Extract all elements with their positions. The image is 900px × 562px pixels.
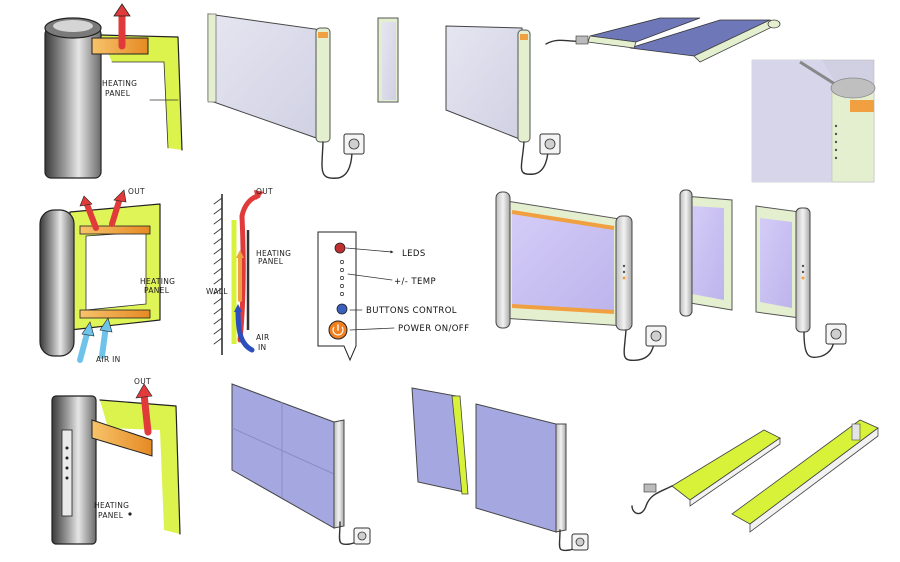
sketch-frame-heater-airflow: OUT AIR IN HEATING PANEL xyxy=(39,187,175,364)
heating-panel-label-3b: PANEL xyxy=(98,511,124,520)
sketch-column-heater: HEATING PANEL xyxy=(44,3,183,179)
buttons-control-label: BUTTONS CONTROL xyxy=(366,306,457,316)
heating-panel-label-2: HEATING xyxy=(140,277,175,286)
led-indicator-icon xyxy=(334,242,346,254)
render-flat-lime-panels xyxy=(631,419,879,533)
heating-panel-label-3: HEATING xyxy=(94,501,129,510)
heating-panel-wall-label-b: PANEL xyxy=(258,257,284,266)
out-label-3: OUT xyxy=(134,377,151,386)
out-label-2: OUT xyxy=(128,187,145,196)
out-label-wall: OUT xyxy=(256,187,273,196)
temp-label: +/- TEMP xyxy=(394,277,436,287)
air-in-label-2: AIR IN xyxy=(96,355,121,364)
render-flat-panels xyxy=(545,17,781,63)
render-lavender-frame-heater xyxy=(495,191,667,362)
wall-label: WALL xyxy=(206,287,228,296)
heating-panel-wall-label: HEATING xyxy=(256,249,291,258)
render-blue-quad-panel xyxy=(231,383,371,546)
heating-panel-label-2b: PANEL xyxy=(144,286,170,295)
air-in-wall-label: AIR xyxy=(256,333,269,342)
heating-panel-label-1b: PANEL xyxy=(105,89,131,98)
sketch-control-strip: LEDS +/- TEMP BUTTONS CONTROL POWER ON/O… xyxy=(317,231,469,362)
leds-label: LEDS xyxy=(402,249,426,259)
air-in-wall-label-b: IN xyxy=(258,343,266,352)
render-end-cap-closeup xyxy=(751,59,876,183)
power-label: POWER ON/OFF xyxy=(398,324,469,334)
power-button-icon xyxy=(328,320,348,340)
sketch-dark-column-heater: OUT HEATING PANEL xyxy=(51,377,181,545)
render-two-lavender-panels xyxy=(679,189,847,359)
heating-panel-label-1: HEATING xyxy=(102,79,137,88)
sketch-wall-section: WALL OUT AIR IN HEATING PANEL xyxy=(206,187,291,355)
render-large-gray-panel xyxy=(207,13,365,179)
led-indicator-icon xyxy=(834,124,838,160)
render-split-blue-panels xyxy=(411,387,589,552)
render-split-panels xyxy=(377,17,561,175)
